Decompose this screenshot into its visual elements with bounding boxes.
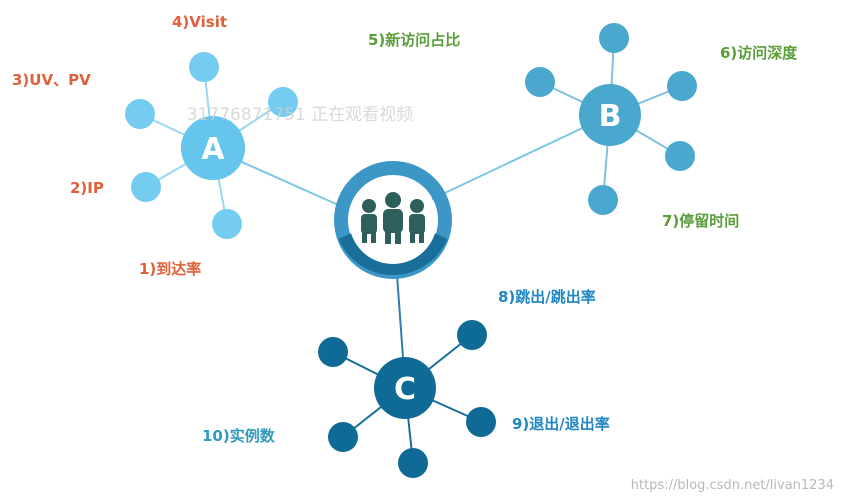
metric-labels: 4)Visit 3)UV、PV 2)IP 1)到达率 5)新访问占比 6)访问深…	[12, 13, 798, 445]
label-new-visit-ratio: 5)新访问占比	[368, 31, 460, 49]
watermark-url: https://blog.csdn.net/livan1234	[631, 478, 834, 493]
connector-b-center	[429, 114, 611, 201]
satellite-b-4	[665, 141, 695, 171]
hub-c-circle	[374, 357, 436, 419]
hub-c-satellites	[318, 320, 496, 478]
satellite-a-4	[131, 172, 161, 202]
label-instances: 10)实例数	[202, 427, 276, 445]
satellite-b-2	[525, 67, 555, 97]
satellite-b-3	[667, 71, 697, 101]
hub-b-letter: B	[599, 99, 622, 134]
label-ip: 2)IP	[70, 179, 104, 197]
hub-a-satellites	[125, 52, 298, 239]
center-ring-arc	[338, 233, 448, 275]
label-visit-depth: 6)访问深度	[720, 44, 798, 62]
people-group-icon	[361, 192, 425, 244]
satellite-c-5	[398, 448, 428, 478]
video-overlay-text: 31776871751 正在观看视频	[187, 105, 413, 125]
satellite-a-3	[125, 99, 155, 129]
satellite-c-3	[328, 422, 358, 452]
label-bounce-rate: 8)跳出/跳出率	[498, 288, 596, 306]
label-uv-pv: 3)UV、PV	[12, 71, 91, 89]
hub-b-satellites	[525, 23, 697, 215]
satellite-a-2	[268, 87, 298, 117]
satellite-b-1	[599, 23, 629, 53]
label-exit-rate: 9)退出/退出率	[512, 415, 610, 433]
satellite-c-4	[466, 407, 496, 437]
center-node	[334, 161, 452, 279]
satellite-b-5	[588, 185, 618, 215]
satellite-a-5	[212, 209, 242, 239]
hub-b-circle	[579, 84, 641, 146]
label-dwell-time: 7)停留时间	[662, 212, 739, 230]
hub-a-circle	[181, 116, 245, 180]
hub-a-letter: A	[201, 132, 225, 167]
satellite-c-1	[318, 337, 348, 367]
satellite-c-2	[457, 320, 487, 350]
satellite-a-1	[189, 52, 219, 82]
label-visit: 4)Visit	[172, 13, 227, 31]
hub-c-letter: C	[394, 372, 416, 407]
label-arrival-rate: 1)到达率	[139, 260, 201, 278]
